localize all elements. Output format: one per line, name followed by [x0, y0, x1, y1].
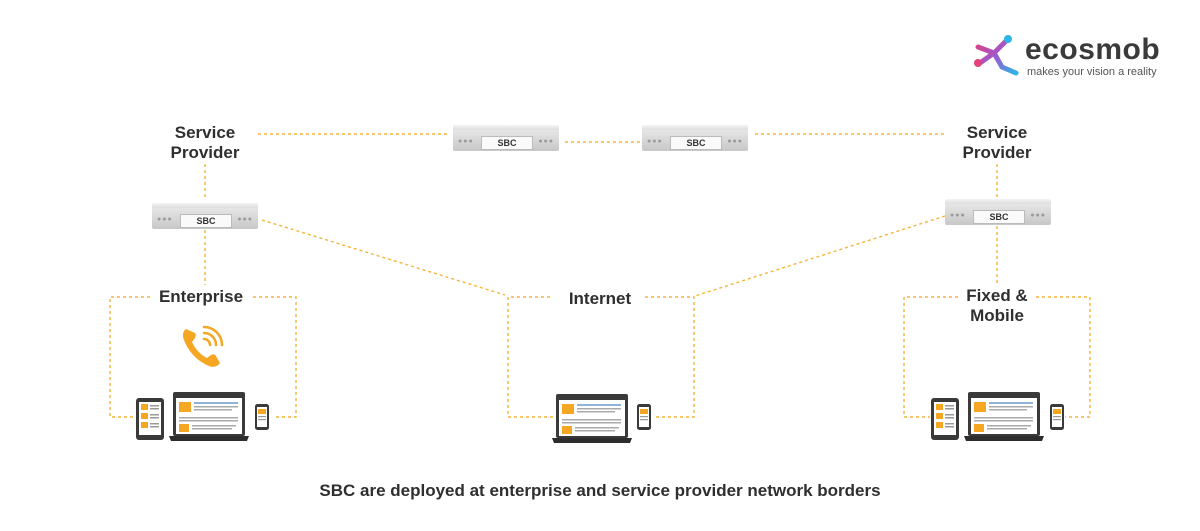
sbc-label: SBC	[481, 136, 533, 150]
phone-call-icon	[182, 325, 224, 367]
link-sbc4-to-internet	[694, 215, 946, 297]
internet-box-right	[645, 296, 695, 418]
sbc-appliance: ●●●●●● SBC	[152, 203, 258, 229]
laptop-icon	[169, 392, 249, 441]
sbc-label: SBC	[973, 210, 1025, 224]
sbc-appliance: ●●●●●● SBC	[642, 125, 748, 151]
tablet-icon	[136, 398, 164, 440]
smartphone-icon	[255, 404, 269, 430]
enterprise-box-left	[109, 296, 150, 418]
label-line: Service	[174, 123, 236, 142]
label-line: Service	[966, 123, 1028, 142]
sbc-appliance: ●●●●●● SBC	[453, 125, 559, 151]
laptop-icon	[552, 394, 632, 443]
enterprise-devices	[136, 392, 269, 441]
fixed-mobile-label: Fixed &Mobile	[937, 286, 1057, 326]
diagram-caption: SBC are deployed at enterprise and servi…	[319, 481, 881, 500]
smartphone-icon	[637, 404, 651, 430]
logo-wordmark: ecosmob	[1025, 33, 1161, 66]
fixed-mobile-devices	[931, 392, 1064, 441]
sbc-appliance: ●●●●●● SBC	[945, 199, 1051, 225]
logo-mark-icon	[974, 35, 1019, 76]
label-line: Fixed &	[966, 286, 1028, 305]
sbc-label: SBC	[670, 136, 722, 150]
laptop-icon	[964, 392, 1044, 441]
tablet-icon	[931, 398, 959, 440]
logo-tagline: makes your vision a reality	[1027, 66, 1157, 78]
label-line: Mobile	[970, 306, 1024, 325]
sbc-label: SBC	[180, 214, 232, 228]
enterprise-box-right	[253, 296, 297, 418]
smartphone-icon	[1050, 404, 1064, 430]
ecosmob-logo: ecosmob makes your vision a reality	[972, 33, 1172, 81]
fixed-box-left	[903, 296, 958, 418]
enterprise-label: Enterprise	[158, 287, 244, 306]
internet-devices	[552, 394, 651, 443]
label-line: Provider	[962, 143, 1032, 162]
link-sbc3-to-internet	[261, 219, 506, 296]
internet-box-left	[507, 296, 553, 418]
fixed-box-right	[1036, 296, 1091, 418]
label-line: Provider	[170, 143, 240, 162]
internet-label: Internet	[568, 289, 632, 308]
